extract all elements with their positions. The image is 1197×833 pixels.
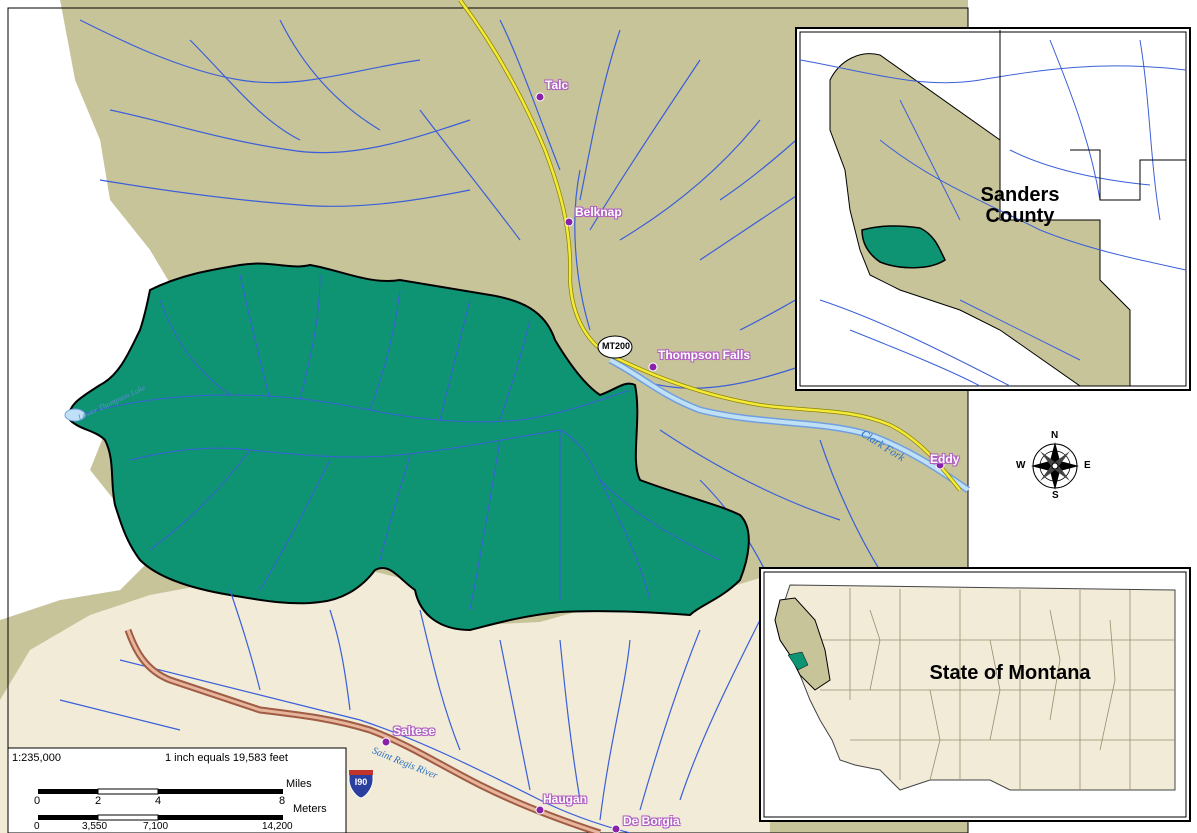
meters-bar-1 — [38, 815, 98, 820]
watershed-rivers — [79, 274, 721, 611]
lake — [64, 408, 86, 422]
scale-meters-tick-0: 0 — [34, 821, 40, 832]
scale-ratio: 1:235,000 — [12, 752, 61, 764]
compass-n: N — [1051, 430, 1059, 441]
montana-sanders-county — [774, 597, 831, 691]
compass-w: W — [1016, 460, 1026, 471]
scale-meters-tick-1: 3,550 — [82, 821, 108, 832]
scale-meters-tick-2: 7,100 — [143, 821, 169, 832]
scale-miles-tick-1: 2 — [95, 795, 102, 807]
rivers-south — [59, 589, 761, 833]
inset-county-title: Sanders County — [950, 185, 1090, 227]
montana-watershed — [787, 651, 809, 671]
inset-sanders-county — [795, 27, 1191, 391]
scale-miles-tick-2: 4 — [155, 795, 162, 807]
watershed-area — [68, 262, 750, 632]
i90-label: I90 — [354, 777, 368, 787]
scale-bar-box — [7, 747, 347, 833]
inset-state-title: State of Montana — [929, 662, 1091, 684]
town-label-haugan: Haugan — [543, 792, 588, 806]
mt200-label: MT200 — [601, 341, 630, 351]
town-dot-haugan — [535, 805, 545, 815]
town-dot-saltese — [381, 737, 391, 747]
miles-bar-1 — [38, 789, 98, 794]
town-label-de-borgia: De Borgia — [623, 814, 680, 828]
town-dots — [381, 92, 945, 833]
scale-equivalence: 1 inch equals 19,583 feet — [165, 752, 288, 764]
town-dot-talc — [535, 92, 545, 102]
town-label-eddy: Eddy — [930, 452, 960, 466]
mt200-shield-icon — [597, 335, 633, 359]
town-dot-thompson-falls — [648, 362, 658, 372]
compass-s: S — [1052, 490, 1059, 501]
county-title-line2: County — [985, 205, 1055, 227]
town-dot-eddy — [935, 460, 945, 470]
town-label-saltese: Saltese — [393, 724, 436, 738]
town-dot-de-borgia — [611, 824, 621, 833]
town-label-talc: Talc — [545, 78, 569, 92]
town-label-belknap: Belknap — [575, 205, 622, 219]
scale-miles-tick-3: 8 — [279, 795, 286, 807]
inset-state-montana — [759, 567, 1191, 822]
scale-miles-tick-0: 0 — [34, 795, 41, 807]
compass-rose-icon — [1031, 442, 1079, 490]
town-dot-belknap — [564, 217, 574, 227]
scale-meters-tick-3: 14,200 — [262, 821, 293, 832]
meters-bar-3 — [158, 815, 283, 820]
miles-bar-3 — [158, 789, 283, 794]
town-label-thompson-falls: Thompson Falls — [658, 348, 751, 362]
i90-shield-icon — [348, 770, 374, 799]
compass-e: E — [1084, 460, 1091, 471]
idaho-area — [0, 0, 155, 620]
scale-meters-unit: Meters — [293, 803, 327, 815]
meters-bar-2 — [97, 814, 159, 821]
miles-bar-2 — [97, 788, 159, 795]
county-title-line1: Sanders — [980, 184, 1060, 206]
scale-miles-unit: Miles — [286, 778, 312, 790]
